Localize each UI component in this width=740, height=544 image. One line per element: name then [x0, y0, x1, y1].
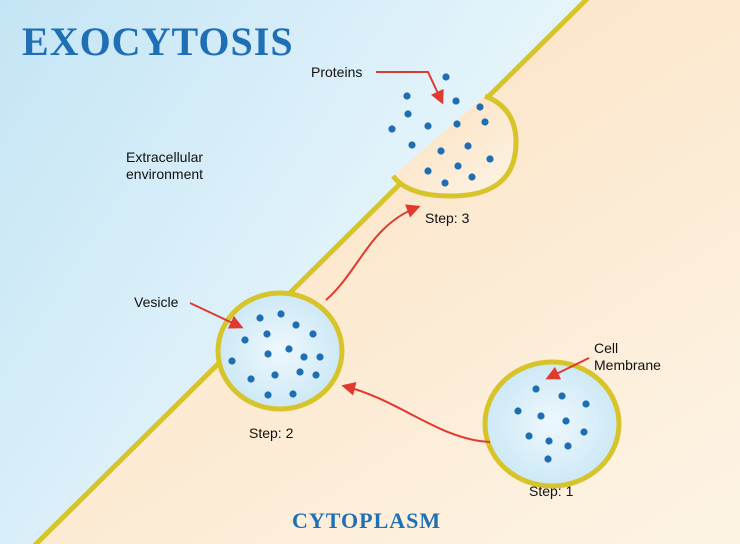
vesicle-step-1: [482, 359, 622, 489]
proteins-pointer: [376, 71, 444, 105]
plasma-membrane: [32, 0, 590, 544]
step-1-label: Step: 1: [529, 483, 574, 499]
extracellular-label-line1: Extracellular: [126, 149, 204, 165]
step-3-label: Step: 3: [425, 210, 470, 226]
proteins-label: Proteins: [311, 64, 363, 80]
cell-membrane-label-line2: Membrane: [594, 357, 661, 373]
step-2-label: Step: 2: [249, 425, 294, 441]
cell-membrane-label-line1: Cell: [594, 340, 619, 356]
vesicle-step-2-proteins: [228, 310, 324, 399]
extracellular-label-line2: environment: [126, 166, 204, 182]
vesicle-step-3: [388, 73, 519, 199]
vesicle-step-2: [215, 290, 345, 412]
cytoplasm-label: CYTOPLASM: [292, 508, 442, 533]
vesicle-pointer: [189, 302, 244, 329]
vesicle-label: Vesicle: [134, 294, 179, 310]
arrow-step1-to-step2: [341, 381, 491, 443]
cell-membrane-pointer: [545, 357, 590, 380]
diagram-title: EXOCYTOSIS: [22, 19, 294, 64]
vesicle-step-1-proteins: [514, 385, 590, 463]
arrow-step2-to-step3: [325, 204, 421, 301]
vesicle-step-3-proteins: [388, 73, 494, 187]
